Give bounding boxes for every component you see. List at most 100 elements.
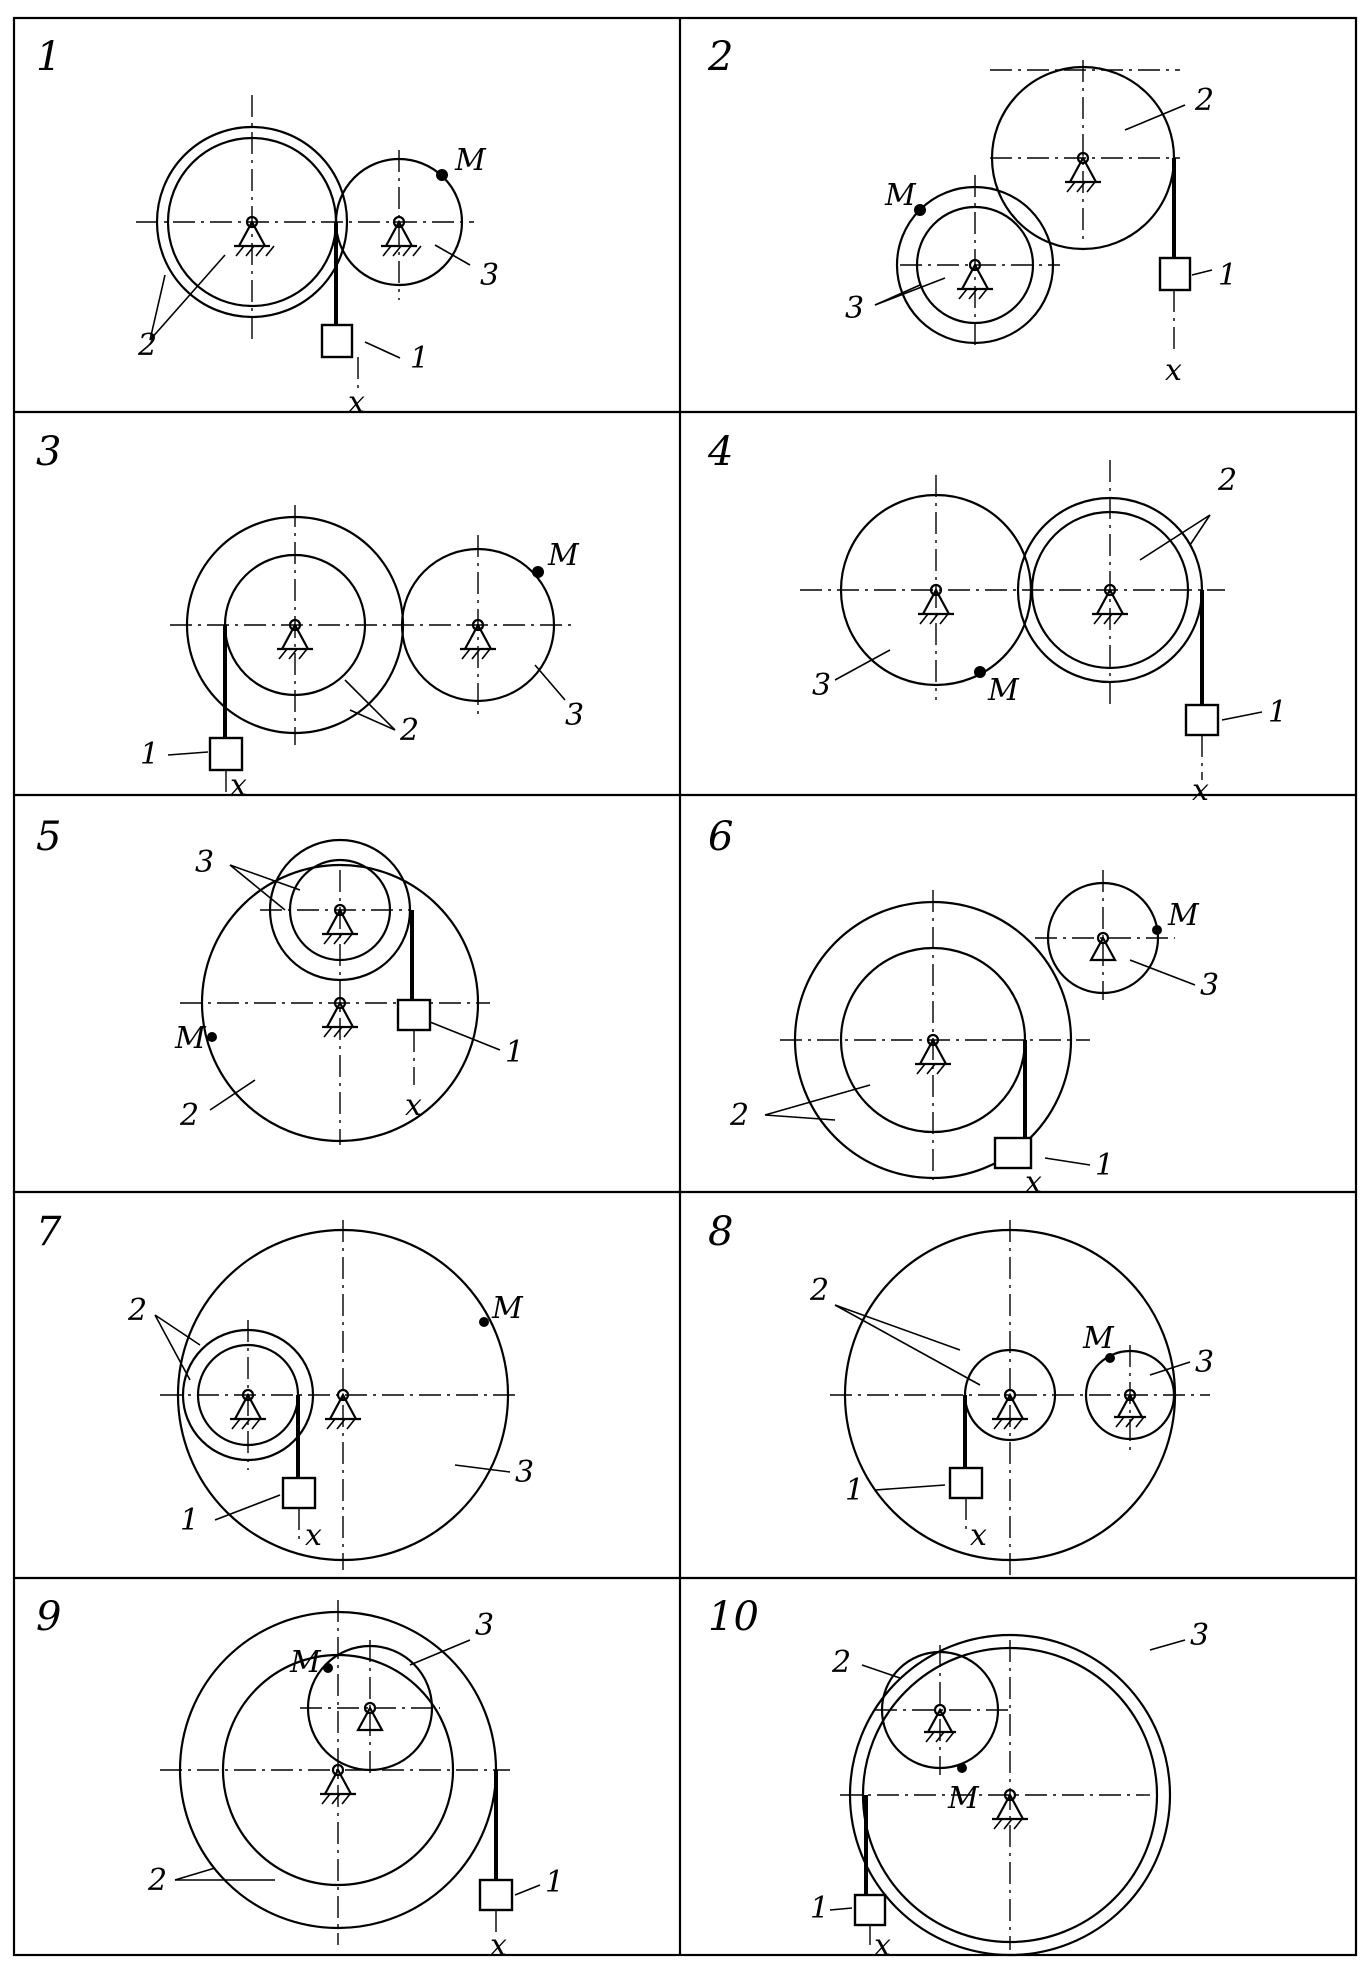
panel-number: 6 [708, 814, 733, 860]
gear-wheel [1046, 881, 1160, 995]
label-axis: x [970, 1518, 987, 1553]
label-gear: 3 [195, 845, 214, 880]
label-block: 1 [180, 1503, 199, 1538]
panel-number: 2 [707, 34, 733, 80]
label-point: M [987, 673, 1020, 708]
label-axis: x [305, 1518, 322, 1553]
panel-number: 3 [36, 429, 61, 475]
panel-1: 1 M x 1 3 2 [36, 34, 499, 420]
label-gear: 3 [515, 1455, 534, 1490]
panel-number: 9 [36, 1594, 61, 1640]
label-gear: 3 [1195, 1345, 1214, 1380]
point-m-marker [532, 566, 544, 578]
point-m-marker [1152, 925, 1162, 935]
gear-wheel [400, 547, 556, 703]
panel-6: 6 M x 1 3 2 [708, 814, 1219, 1200]
label-axis: x [1025, 1165, 1042, 1200]
gear-inner [288, 858, 392, 962]
block-1 [853, 1893, 887, 1927]
label-point: M [947, 1781, 980, 1816]
label-rim: 2 [179, 1098, 199, 1133]
block-1 [478, 1878, 514, 1912]
label-gear: 3 [480, 258, 499, 293]
label-point: M [454, 143, 487, 178]
label-gear: 3 [475, 1608, 494, 1643]
block-1 [1184, 703, 1220, 737]
label-block: 1 [1095, 1148, 1114, 1183]
panel-number: 7 [36, 1209, 62, 1255]
panel-3: 3 M x 1 2 3 [36, 429, 584, 803]
rim-outer [200, 863, 480, 1143]
point-m-marker [914, 204, 926, 216]
gear-wheel [176, 1228, 510, 1562]
label-block: 1 [140, 737, 159, 772]
label-axis: x [230, 768, 247, 803]
label-rim: 2 [1194, 83, 1214, 118]
panel-9: 9 M x 1 3 2 [36, 1594, 564, 1963]
label-rim: 2 [399, 713, 419, 748]
label-block: 1 [1218, 258, 1237, 293]
block-1 [208, 736, 244, 772]
panel-8: 8 M x 1 2 3 [708, 1209, 1214, 1575]
label-axis: x [405, 1088, 422, 1123]
block-1 [993, 1136, 1033, 1170]
label-gear: 3 [1200, 968, 1219, 1003]
panel-number: 5 [36, 814, 61, 860]
label-axis: x [874, 1928, 891, 1963]
label-block: 1 [505, 1035, 524, 1070]
label-axis: x [348, 385, 365, 420]
label-gear: 3 [812, 668, 831, 703]
point-m-marker [207, 1032, 217, 1042]
point-m-marker [974, 666, 986, 678]
label-rim: 2 [809, 1273, 829, 1308]
panel-10: 10 M x 1 2 3 [708, 1594, 1209, 1963]
rim-inner [861, 1646, 1159, 1944]
rim-inner [1030, 510, 1190, 670]
label-rim: 2 [1217, 463, 1237, 498]
label-gear: 3 [565, 698, 584, 733]
label-point: M [1082, 1321, 1115, 1356]
point-m-marker [1105, 1353, 1115, 1363]
panel-number: 1 [36, 34, 61, 80]
label-rim: 2 [147, 1863, 167, 1898]
label-point: M [1167, 898, 1200, 933]
label-gear: 3 [1190, 1618, 1209, 1653]
rim-outer [155, 125, 349, 319]
label-rim: 2 [137, 328, 157, 363]
point-m-marker [436, 169, 448, 181]
point-m-marker [957, 1763, 967, 1773]
gear-outer [895, 185, 1055, 345]
outer-frame [12, 16, 1358, 1957]
label-point: M [491, 1291, 524, 1326]
label-block: 1 [1268, 695, 1287, 730]
panel-number: 10 [708, 1594, 759, 1640]
label-axis: x [1192, 773, 1209, 808]
label-point: M [174, 1021, 207, 1056]
panel-number: 8 [708, 1209, 733, 1255]
block-1 [1158, 256, 1192, 292]
label-rim: 2 [831, 1645, 851, 1680]
block-1 [320, 323, 354, 359]
label-block: 1 [810, 1891, 829, 1926]
block-1 [281, 1476, 317, 1510]
label-axis: x [1165, 353, 1182, 388]
label-block: 1 [545, 1865, 564, 1900]
point-m-marker [479, 1317, 489, 1327]
panel-4: 4 M x 1 2 3 [707, 429, 1287, 808]
panel-2: 2 M x 1 2 3 [707, 34, 1237, 388]
gear-wheel [1084, 1349, 1176, 1441]
point-m-marker [323, 1663, 333, 1673]
label-point: M [547, 538, 580, 573]
label-rim: 2 [729, 1098, 749, 1133]
panel-5: 5 M x 1 3 2 [36, 814, 524, 1145]
label-block: 1 [845, 1473, 864, 1508]
rim-outer [793, 900, 1073, 1180]
label-block: 1 [410, 341, 429, 376]
label-axis: x [490, 1928, 507, 1963]
block-1 [948, 1466, 984, 1500]
panel-7: 7 M x 1 3 2 [36, 1209, 534, 1570]
label-gear: 3 [845, 291, 864, 326]
label-rim: 2 [127, 1293, 147, 1328]
